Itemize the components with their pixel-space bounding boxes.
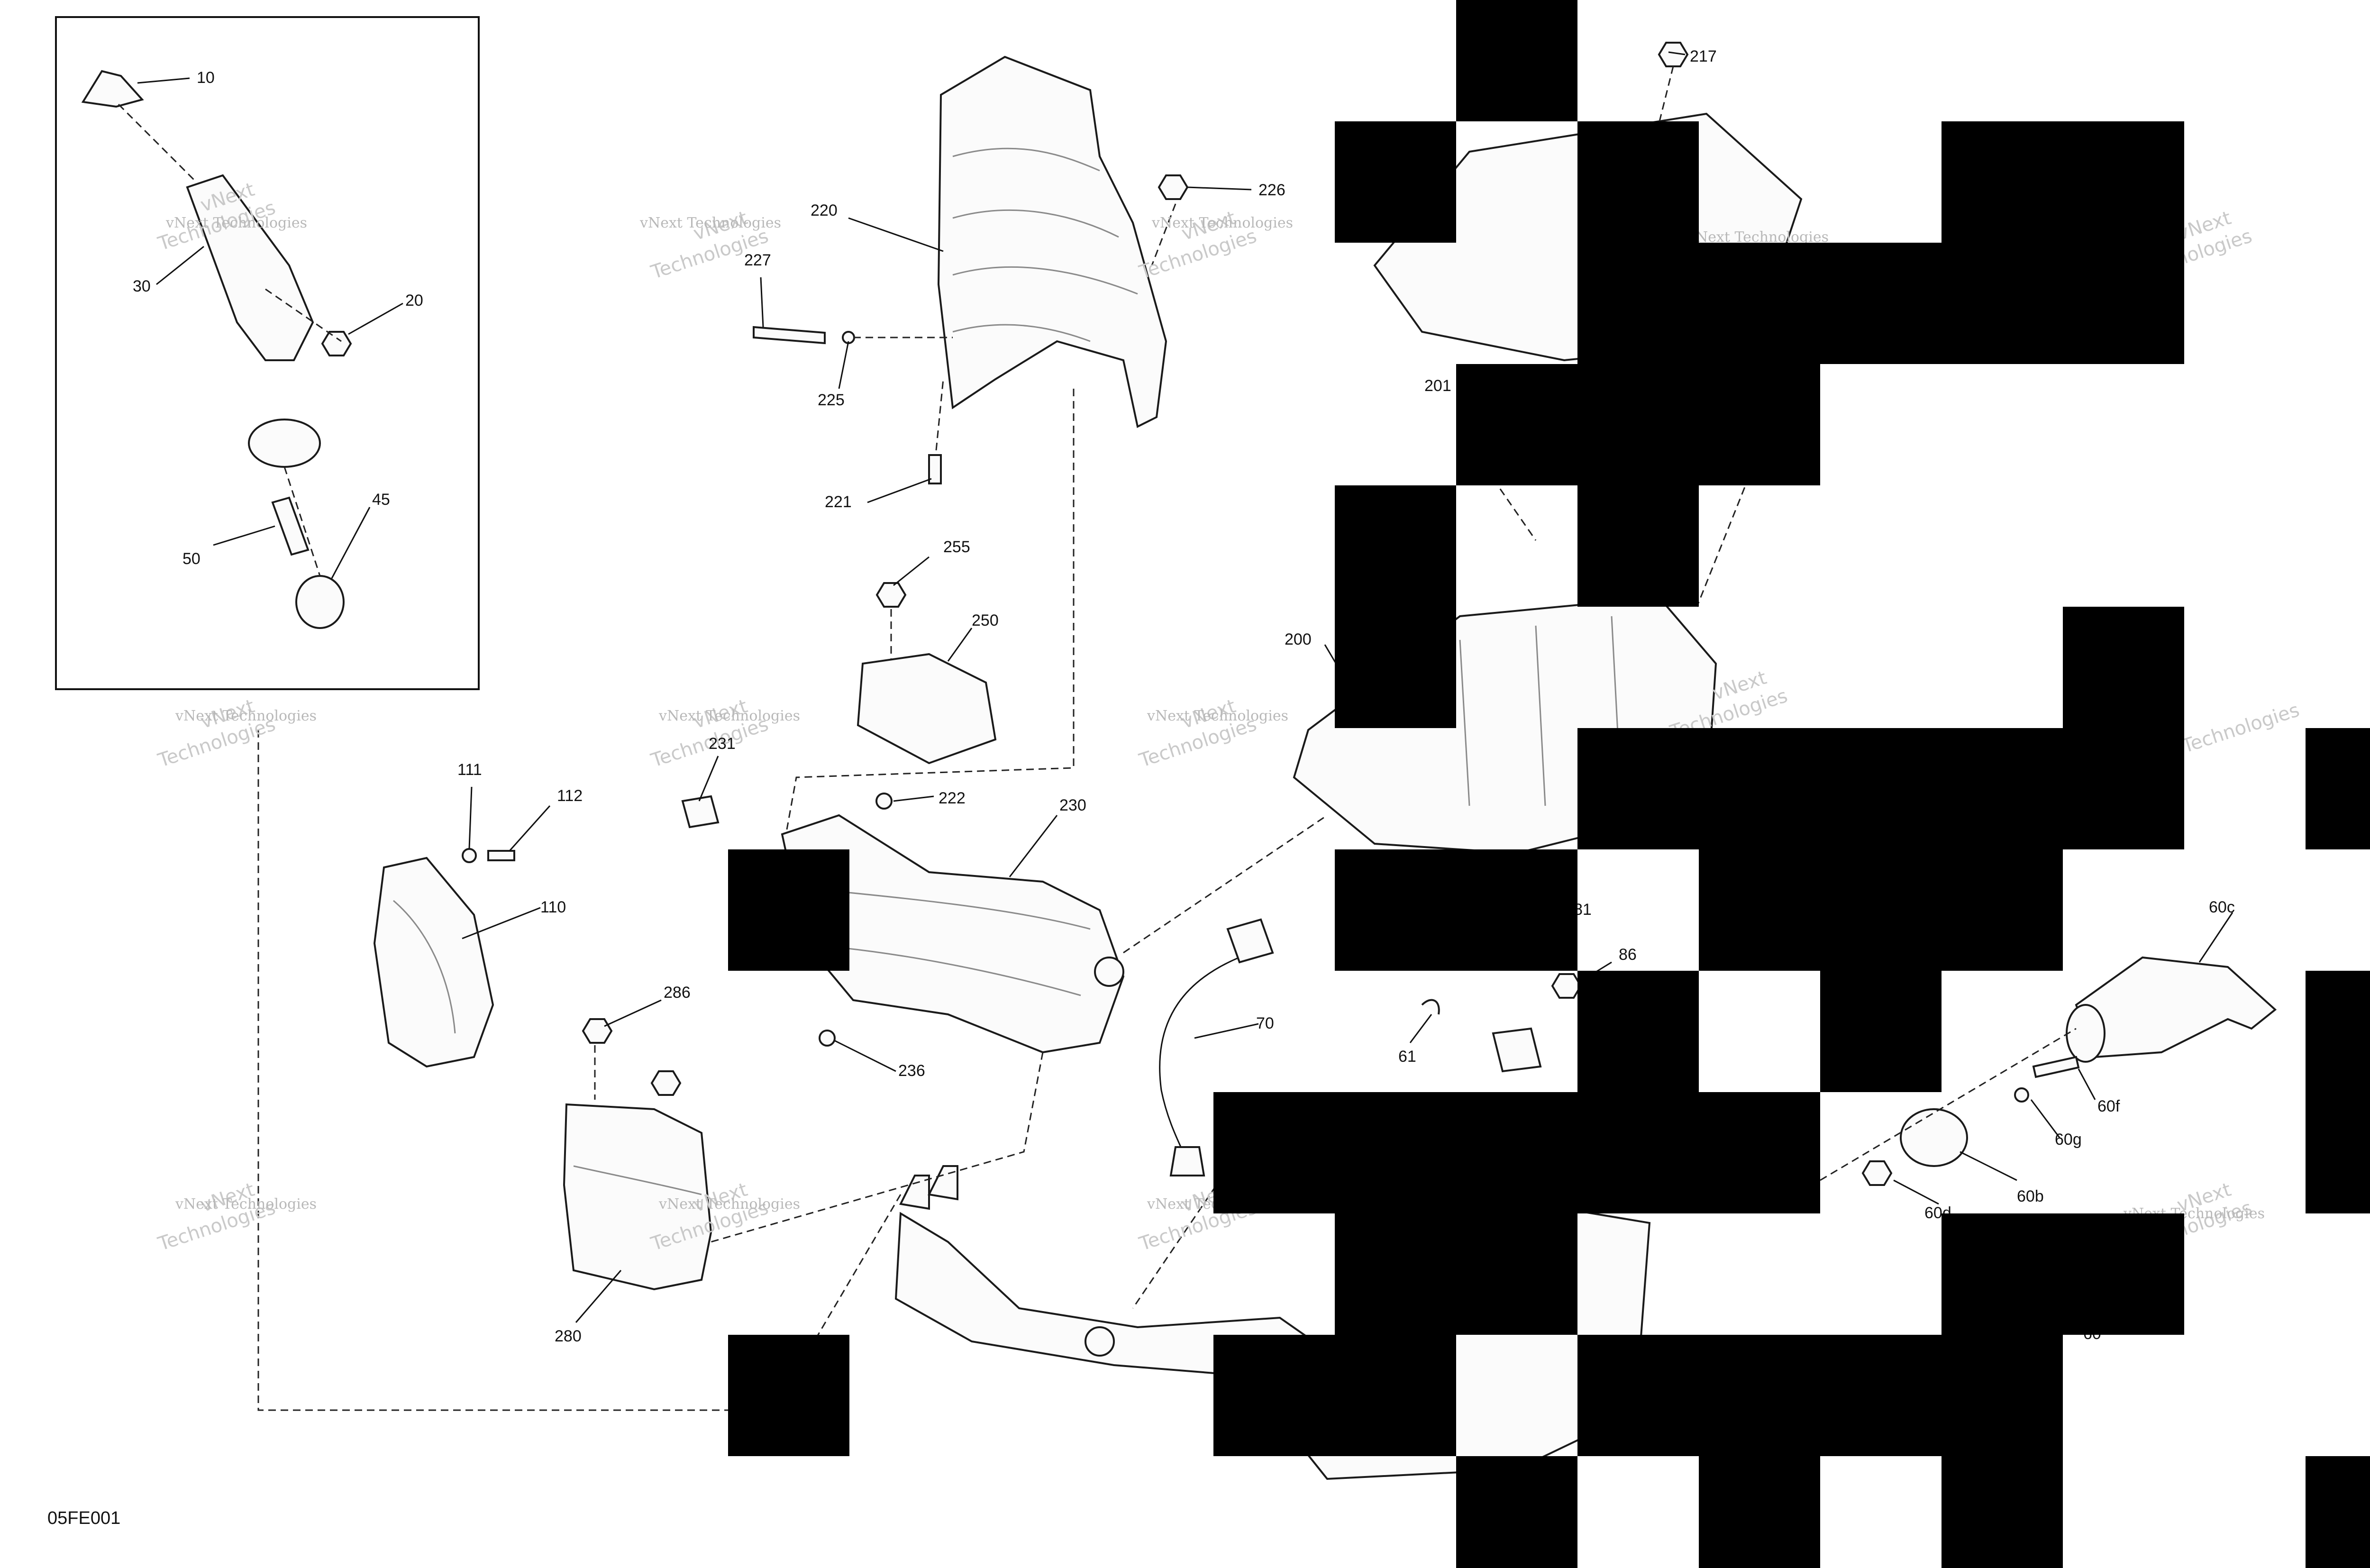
label-70: 70 (1256, 1014, 1274, 1032)
inset-detail-box (55, 16, 480, 690)
label-217: 217 (1690, 47, 1717, 65)
label-10: 10 (197, 69, 215, 87)
label-236: 236 (898, 1062, 925, 1080)
leader-lines (137, 51, 2233, 1323)
part-217-nut (1658, 42, 1689, 67)
inset-parts (81, 70, 352, 629)
svg-text:vNext Technologies: vNext Technologies (175, 708, 317, 724)
part-286-bolt (582, 1018, 613, 1044)
part-60g-washer (2014, 1087, 2029, 1103)
svg-text:vNext Technologies: vNext Technologies (658, 1196, 800, 1212)
label-286: 286 (664, 984, 691, 1002)
part-220-heat-shield (937, 55, 1167, 428)
svg-text:vNext Technologies: vNext Technologies (175, 1196, 317, 1212)
svg-text:vNext Technologies: vNext Technologies (639, 215, 781, 231)
part-30-flange (248, 419, 321, 468)
label-60g: 60g (2055, 1130, 2082, 1149)
label-280: 280 (555, 1327, 582, 1345)
part-227-bolt (753, 326, 826, 345)
part-60f-bolt (2032, 1056, 2080, 1078)
diagram-code: 05FE001 (47, 1508, 120, 1528)
part-222-nut (875, 793, 893, 810)
redaction-blocks (728, 0, 2370, 1568)
label-222: 222 (939, 789, 966, 807)
part-60c-tailpipe (2066, 956, 2277, 1063)
svg-text:Technologies: Technologies (2179, 699, 2302, 757)
label-221: 221 (825, 493, 852, 511)
part-226-nut (1158, 174, 1189, 200)
part-61-clamp (1421, 999, 1440, 1015)
label-61: 61 (1398, 1048, 1416, 1066)
part-230-heat-shield (781, 814, 1125, 1054)
label-45: 45 (372, 491, 390, 509)
label-226: 226 (1258, 181, 1285, 199)
label-60f: 60f (2097, 1097, 2120, 1115)
label-231: 231 (709, 735, 736, 753)
part-250-shield (857, 653, 997, 765)
label-200: 200 (1285, 630, 1312, 648)
part-20-nut (321, 331, 352, 356)
label-86: 86 (1619, 946, 1637, 964)
label-110: 110 (540, 898, 566, 916)
part-280-heat-shield (563, 1103, 712, 1291)
label-30: 30 (133, 277, 151, 295)
assembly-dashed-lines (257, 389, 1755, 1411)
part-10-gasket (81, 70, 144, 108)
label-201: 201 (1424, 377, 1451, 395)
svg-text:vNext Technologies: vNext Technologies (658, 708, 800, 724)
label-60c: 60c (2209, 898, 2235, 916)
label-230: 230 (1059, 796, 1086, 814)
part-30-pipe (186, 174, 314, 361)
label-60b: 60b (2017, 1187, 2044, 1205)
part-70-sensor (1159, 918, 1274, 1176)
part-60b-flange (1900, 1108, 1968, 1167)
part-60d-nut (1861, 1160, 1893, 1186)
label-227: 227 (744, 251, 771, 269)
part-111-washer (462, 848, 477, 863)
part-86-nut (1551, 973, 1582, 999)
part-45-ring (295, 575, 345, 629)
svg-text:vNext Technologies: vNext Technologies (165, 215, 307, 231)
part-286-bolt-b (650, 1070, 682, 1096)
part-110-heat-shield (373, 857, 494, 1068)
part-81-damper (1492, 1027, 1542, 1073)
label-112: 112 (557, 787, 583, 805)
part-50-stud (271, 496, 310, 556)
label-111: 111 (457, 761, 482, 779)
label-250: 250 (972, 611, 999, 629)
part-221-clip (928, 454, 942, 484)
svg-text:vNext Technologies: vNext Technologies (1151, 215, 1293, 231)
label-20: 20 (405, 292, 423, 310)
label-225: 225 (818, 391, 845, 409)
svg-text:vNext Technologies: vNext Technologies (1147, 708, 1288, 724)
part-236-bolt (819, 1030, 836, 1047)
part-112-bolt (487, 850, 515, 861)
label-220: 220 (811, 201, 838, 219)
part-255-bolt (875, 582, 907, 608)
label-50: 50 (182, 550, 201, 568)
label-255: 255 (943, 538, 970, 556)
part-231-clip (681, 795, 720, 829)
